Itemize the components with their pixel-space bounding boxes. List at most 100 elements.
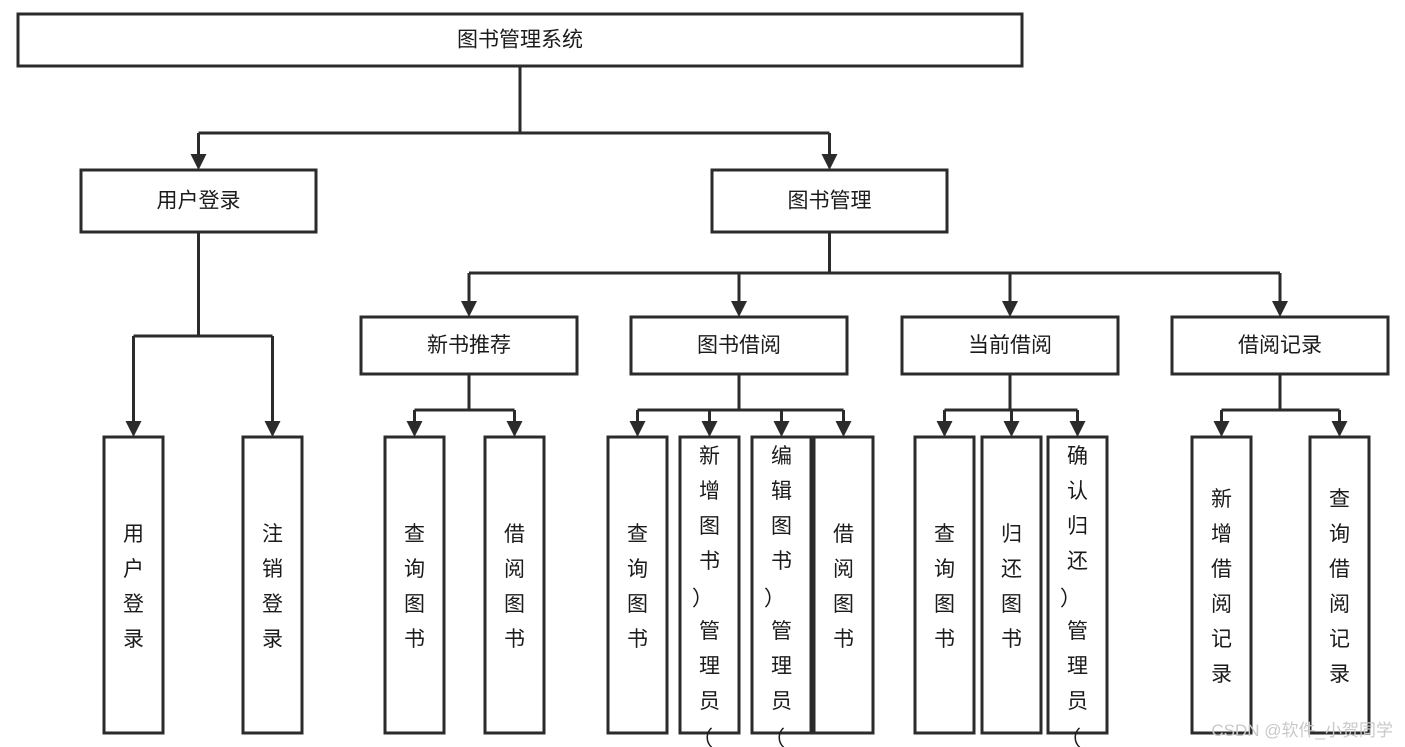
leaf-node-label-char: 图: [404, 593, 425, 616]
level2-node-1[interactable]: 图书管理: [710, 168, 949, 234]
leaf-node-label-char: 阅: [1211, 593, 1232, 616]
level3-node-box[interactable]: [359, 315, 579, 376]
level3-node-box[interactable]: [1170, 315, 1390, 376]
leaf-node-label-char: 新: [699, 445, 720, 468]
leaf-node-box[interactable]: [913, 435, 976, 735]
level3-node-box[interactable]: [900, 315, 1120, 376]
leaf-node-box[interactable]: [606, 435, 669, 735]
leaf-node-label-char: 销: [262, 558, 283, 581]
arrowhead-icon: [506, 421, 523, 437]
leaf-node-label-char: 询: [934, 558, 955, 581]
leaf-node-label-char: 书: [404, 628, 425, 651]
leaf-node-0[interactable]: 用户登录: [102, 435, 165, 735]
leaf-node-label-char: 阅: [1329, 593, 1350, 616]
leaf-node-label-char: 增: [1211, 523, 1232, 546]
leaf-node-label-char: 书: [627, 628, 648, 651]
level2-node-0[interactable]: 用户登录: [79, 168, 318, 234]
level3-node-box[interactable]: [629, 315, 849, 376]
level3-node-label: 新书推荐: [427, 334, 511, 357]
leaf-node-label-char: 登: [123, 593, 144, 616]
leaf-node-label-char: 员: [771, 690, 792, 713]
leaf-node-label-char: 理: [699, 655, 720, 678]
leaf-node-label-char: 书: [833, 628, 854, 651]
arrowhead-icon: [1069, 421, 1086, 437]
leaf-node-label-char: 录: [1211, 663, 1232, 686]
arrowhead-icon: [1213, 421, 1230, 437]
leaf-node-box[interactable]: [241, 435, 304, 735]
leaf-node-label-char: 图: [934, 593, 955, 616]
leaf-node-label-char: 认: [1067, 480, 1088, 503]
arrowhead-icon: [629, 421, 646, 437]
leaf-node-box[interactable]: [812, 435, 875, 735]
level2-node-box[interactable]: [79, 168, 318, 234]
leaf-node-label-char: 书: [699, 550, 720, 573]
level3-node-3[interactable]: 借阅记录: [1170, 315, 1390, 376]
leaf-node-box[interactable]: [1308, 435, 1371, 735]
leaf-node-box[interactable]: [678, 435, 741, 735]
leaf-node-label-char: 图: [504, 593, 525, 616]
leaf-node-box[interactable]: [1046, 435, 1109, 735]
leaf-node-box[interactable]: [383, 435, 446, 735]
arrowhead-icon: [936, 421, 953, 437]
leaf-node-box[interactable]: [980, 435, 1043, 735]
leaf-node-label-char: 图: [699, 515, 720, 538]
leaf-node-label-char: 书: [504, 628, 525, 651]
root-node-0[interactable]: 图书管理系统: [16, 12, 1024, 68]
leaf-node-label-char: 增: [699, 480, 720, 503]
root-node-label: 图书管理系统: [457, 29, 583, 52]
level3-node-label: 图书借阅: [697, 334, 781, 357]
leaf-node-label-char: 员: [699, 690, 720, 713]
level2-node-box[interactable]: [710, 168, 949, 234]
arrowhead-icon: [190, 154, 207, 170]
level2-node-label: 用户登录: [157, 190, 241, 213]
leaf-node-label-char: 查: [404, 523, 425, 546]
level3-node-2[interactable]: 当前借阅: [900, 315, 1120, 376]
arrowhead-icon: [835, 421, 852, 437]
node-layer: 图书管理系统用户登录图书管理新书推荐图书借阅当前借阅借阅记录用户登录注销登录查询…: [16, 12, 1390, 747]
leaf-node-label-char: 询: [1329, 523, 1350, 546]
arrowhead-icon: [1331, 421, 1348, 437]
leaf-node-label-char: 户: [123, 558, 144, 581]
leaf-node-box[interactable]: [102, 435, 165, 735]
arrowhead-icon: [461, 301, 477, 317]
leaf-node-box[interactable]: [1190, 435, 1253, 735]
arrowhead-icon: [1003, 421, 1020, 437]
level3-node-label: 当前借阅: [968, 334, 1052, 357]
leaf-node-label-char: 归: [1067, 515, 1088, 538]
level3-node-1[interactable]: 图书借阅: [629, 315, 849, 376]
leaf-node-label-char: 用: [123, 523, 144, 546]
leaf-node-label-char: 询: [627, 558, 648, 581]
level2-node-label: 图书管理: [788, 190, 872, 213]
leaf-node-label-char: 阅: [833, 558, 854, 581]
leaf-node-label-char: 员: [1067, 690, 1088, 713]
arrowhead-icon: [406, 421, 423, 437]
leaf-node-label-char: 书: [1001, 628, 1022, 651]
leaf-node-label-char: 书: [934, 628, 955, 651]
connector-layer: [125, 66, 1348, 437]
leaf-node-label-char: 管: [771, 620, 792, 643]
leaf-node-label-char: （: [1060, 585, 1081, 609]
leaf-node-label-char: 阅: [504, 558, 525, 581]
leaf-node-box[interactable]: [483, 435, 546, 735]
leaf-node-label-char: 注: [262, 523, 283, 546]
leaf-node-label-char: 登: [262, 593, 283, 616]
leaf-node-label-char: 录: [262, 628, 283, 651]
leaf-node-label-char: 借: [504, 523, 525, 546]
root-node-box[interactable]: [16, 12, 1024, 68]
leaf-node-box[interactable]: [750, 435, 813, 735]
level3-node-0[interactable]: 新书推荐: [359, 315, 579, 376]
arrowhead-icon: [821, 154, 838, 170]
